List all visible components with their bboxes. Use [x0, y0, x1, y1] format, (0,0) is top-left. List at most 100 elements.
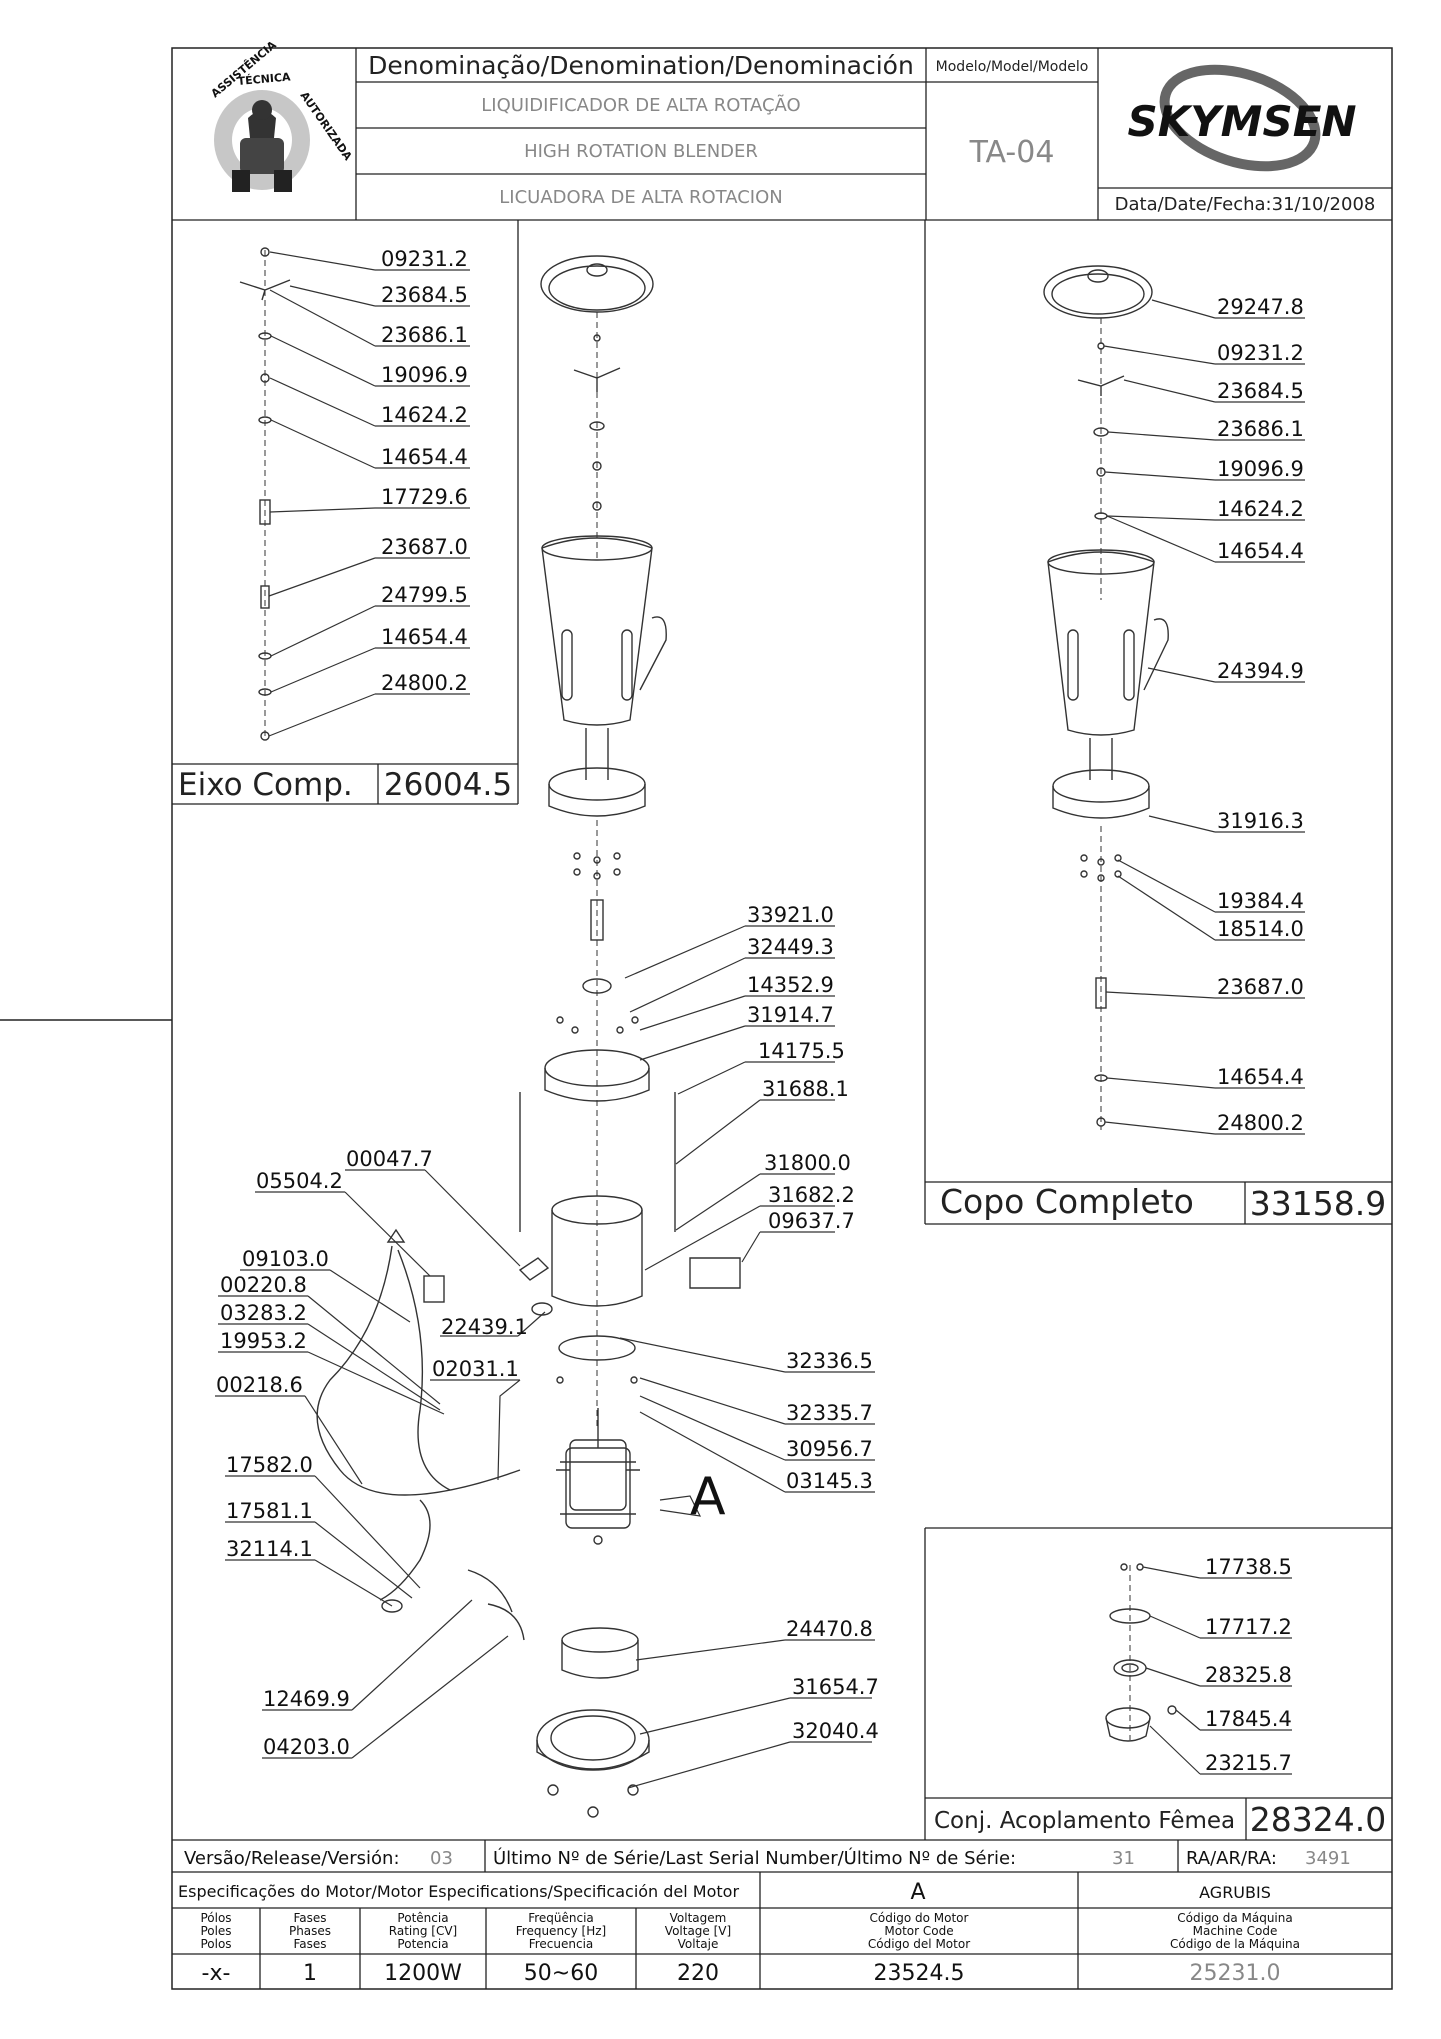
eixo-code: 26004.5	[384, 767, 512, 803]
col-freq-en: Frequency [Hz]	[516, 1924, 607, 1938]
label-main-l8: 22439.1	[441, 1315, 528, 1339]
skymsen-logo: SKYMSEN	[1127, 64, 1357, 172]
authorized-service-seal: ASSISTÊNCIA TÉCNICA AUTORIZADA	[209, 38, 355, 192]
label-main-l5: 03283.2	[220, 1301, 307, 1325]
col-motorcode-es: Código del Motor	[868, 1937, 970, 1951]
serial-value: 31	[1112, 1848, 1135, 1869]
acoplamento-title: Conj. Acoplamento Fêmea	[934, 1808, 1235, 1834]
col-volt-pt: Voltagem	[670, 1911, 727, 1925]
col-motorcode-pt: Código do Motor	[870, 1911, 969, 1925]
col-motorcode-en: Motor Code	[884, 1924, 953, 1938]
motor-letter: A	[910, 1880, 925, 1905]
eixo-shaft-parts	[239, 247, 291, 741]
label-eixo-11: 24800.2	[381, 671, 468, 695]
col-poles-pt: Pólos	[200, 1911, 231, 1925]
label-main-l11: 17581.1	[226, 1499, 313, 1523]
col-phases-en: Phases	[289, 1924, 331, 1938]
label-copo-11: 18514.0	[1217, 917, 1304, 941]
label-copo-1: 29247.8	[1217, 295, 1304, 319]
label-main-l9: 02031.1	[432, 1357, 519, 1381]
value-voltage: 220	[677, 1961, 719, 1986]
col-machinecode-es: Código de la Máquina	[1170, 1937, 1300, 1951]
label-main-l4: 00220.8	[220, 1273, 307, 1297]
label-main-r6: 31688.1	[762, 1077, 849, 1101]
brand-name: SKYMSEN	[1127, 97, 1356, 146]
label-acop-5: 23215.7	[1205, 1751, 1292, 1775]
label-main-l12: 32114.1	[226, 1537, 313, 1561]
col-rating-pt: Potência	[397, 1911, 448, 1925]
name-pt: LIQUIDIFICADOR DE ALTA ROTAÇÃO	[481, 94, 800, 116]
label-copo-7: 14654.4	[1217, 539, 1304, 563]
acoplamento-code: 28324.0	[1250, 1800, 1386, 1839]
label-copo-6: 14624.2	[1217, 497, 1304, 521]
version-value: 03	[430, 1848, 453, 1869]
col-machinecode-pt: Código da Máquina	[1177, 1911, 1292, 1925]
copo-title: Copo Completo	[940, 1182, 1194, 1221]
col-freq-pt: Freqüência	[528, 1911, 594, 1925]
main-jar-parts	[518, 255, 741, 1818]
label-main-r12: 30956.7	[786, 1437, 873, 1461]
value-poles: -x-	[202, 1961, 231, 1986]
title-block	[172, 48, 1392, 221]
motor-spec-label: Especificações do Motor/Motor Especifica…	[178, 1882, 739, 1901]
label-main-l7: 00218.6	[216, 1373, 303, 1397]
label-main-l14: 04203.0	[263, 1735, 350, 1759]
label-eixo-3: 23686.1	[381, 323, 468, 347]
label-eixo-1: 09231.2	[381, 247, 468, 271]
subassembly-frames	[172, 220, 1392, 1841]
name-es: LICUADORA DE ALTA ROTACION	[499, 187, 782, 208]
value-phases: 1	[303, 1961, 317, 1986]
col-phases-es: Fases	[293, 1937, 326, 1951]
label-eixo-2: 23684.5	[381, 283, 468, 307]
motor-callout-letter: A	[690, 1467, 726, 1527]
drawing-frame	[0, 47, 1393, 1990]
eixo-title: Eixo Comp.	[178, 767, 353, 803]
label-eixo-8: 23687.0	[381, 535, 468, 559]
label-copo-10: 19384.4	[1217, 889, 1304, 913]
label-main-r14: 24470.8	[786, 1617, 873, 1641]
power-cord-parts	[316, 1228, 525, 1641]
value-motor-code: 23524.5	[874, 1961, 965, 1986]
svg-text:TÉCNICA: TÉCNICA	[237, 70, 291, 88]
label-main-r9: 09637.7	[768, 1209, 855, 1233]
leader-lines	[215, 251, 1305, 1789]
acoplamento-parts	[1105, 1563, 1177, 1742]
label-main-r8: 31682.2	[768, 1183, 855, 1207]
value-frequency: 50~60	[524, 1961, 598, 1986]
copo-code: 33158.9	[1250, 1184, 1386, 1223]
label-main-r16: 32040.4	[792, 1719, 879, 1743]
label-main-l1: 00047.7	[346, 1147, 433, 1171]
label-copo-9: 31916.3	[1217, 809, 1304, 833]
label-copo-12: 23687.0	[1217, 975, 1304, 999]
label-copo-13: 14654.4	[1217, 1065, 1304, 1089]
part-drawings	[239, 247, 1177, 1818]
label-acop-3: 28325.8	[1205, 1663, 1292, 1687]
label-main-r5: 14175.5	[758, 1039, 845, 1063]
name-en: HIGH ROTATION BLENDER	[524, 141, 758, 162]
date-label: Data/Date/Fecha:31/10/2008	[1115, 194, 1376, 215]
label-main-r10: 32336.5	[786, 1349, 873, 1373]
label-main-r2: 32449.3	[747, 935, 834, 959]
col-machinecode-en: Machine Code	[1193, 1924, 1278, 1938]
label-main-r4: 31914.7	[747, 1003, 834, 1027]
ra-value: 3491	[1305, 1848, 1351, 1869]
label-eixo-10: 14654.4	[381, 625, 468, 649]
label-main-r15: 31654.7	[792, 1675, 879, 1699]
label-eixo-6: 14654.4	[381, 445, 468, 469]
label-main-l10: 17582.0	[226, 1453, 313, 1477]
col-rating-es: Potencia	[397, 1937, 448, 1951]
version-label: Versão/Release/Versión:	[184, 1848, 400, 1869]
col-phases-pt: Fases	[293, 1911, 326, 1925]
machine-brand: AGRUBIS	[1199, 1883, 1271, 1902]
label-main-r3: 14352.9	[747, 973, 834, 997]
col-rating-en: Rating [CV]	[389, 1924, 457, 1938]
serial-label: Último Nº de Série/Last Serial Number/Úl…	[493, 1847, 1016, 1869]
value-rating: 1200W	[384, 1961, 462, 1986]
label-copo-5: 19096.9	[1217, 457, 1304, 481]
col-volt-es: Voltaje	[678, 1937, 719, 1951]
model-value: TA-04	[969, 135, 1055, 170]
label-main-l13: 12469.9	[263, 1687, 350, 1711]
footer-grid	[172, 1840, 1392, 1989]
label-eixo-7: 17729.6	[381, 485, 468, 509]
label-acop-2: 17717.2	[1205, 1615, 1292, 1639]
